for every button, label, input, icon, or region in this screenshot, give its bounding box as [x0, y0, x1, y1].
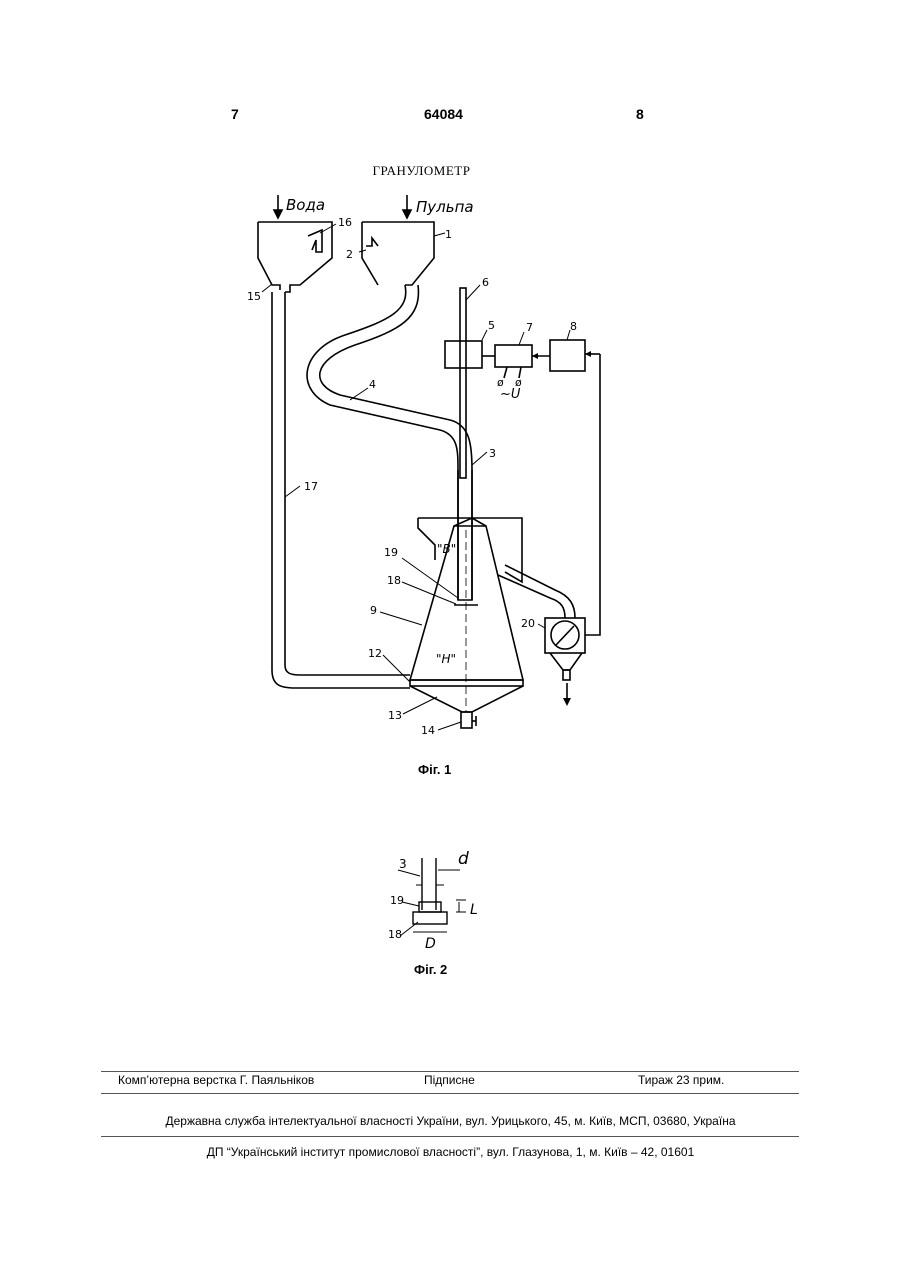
svg-text:1: 1 [445, 228, 452, 241]
pulp-arrow-icon [403, 195, 411, 218]
footer-rule-bottom [101, 1136, 799, 1137]
level-lower-label: "Н" [436, 652, 456, 666]
fig2-label-3: 3 [399, 857, 407, 871]
svg-text:18: 18 [387, 574, 401, 587]
svg-text:4: 4 [369, 378, 376, 391]
water-arrow-icon [274, 195, 282, 218]
svg-text:6: 6 [482, 276, 489, 289]
svg-text:15: 15 [247, 290, 261, 303]
svg-text:17: 17 [304, 480, 318, 493]
svg-text:8: 8 [570, 320, 577, 333]
svg-text:7: 7 [526, 321, 533, 334]
level-upper-label: "В" [437, 542, 456, 556]
office-address: Державна служба інтелектуальної власност… [0, 1114, 901, 1128]
voltage-label: ~U [500, 387, 521, 402]
dimension-D: D [425, 936, 436, 952]
dimension-L: L [470, 902, 478, 918]
svg-text:19: 19 [384, 546, 398, 559]
svg-text:20: 20 [521, 617, 535, 630]
signal-line [585, 354, 600, 635]
pulp-overflow-2 [366, 238, 378, 246]
signed-note: Підписне [424, 1073, 475, 1087]
fig2-label-19: 19 [390, 894, 404, 907]
rod-6 [460, 288, 466, 478]
svg-text:13: 13 [388, 709, 402, 722]
layout-credit: Комп’ютерна верстка Г. Паяльніков [118, 1073, 314, 1087]
svg-text:9: 9 [370, 604, 377, 617]
figure-2-caption: Фіг. 2 [414, 962, 447, 977]
overflow-pipe [498, 575, 565, 618]
water-overflow-16 [308, 230, 322, 252]
circulation-note: Тираж 23 прим. [638, 1073, 724, 1087]
figure-1-labels: 1 2 3 4 5 6 7 8 9 12 13 14 15 16 17 18 1… [247, 216, 577, 737]
svg-text:16: 16 [338, 216, 352, 229]
water-label: Вода [286, 196, 325, 214]
block-7 [495, 345, 532, 367]
svg-text:2: 2 [346, 248, 353, 261]
block-8 [550, 340, 585, 371]
footer-rule-top [101, 1071, 799, 1072]
classifier-cone-9 [410, 526, 523, 680]
pulp-label: Пульпа [416, 198, 474, 216]
fig2-label-18: 18 [388, 928, 402, 941]
filter-12 [410, 680, 523, 686]
vessel-top [418, 518, 522, 582]
block-5 [445, 341, 482, 368]
valve-14 [461, 712, 472, 728]
bottom-cone-13 [410, 686, 523, 712]
dimension-d: d [458, 849, 469, 869]
svg-text:5: 5 [488, 319, 495, 332]
figure-2-drawing: 3 19 18 d L D [380, 840, 500, 955]
institute-address: ДП “Український інститут промислової вла… [0, 1145, 901, 1159]
footer-rule-middle [101, 1093, 799, 1094]
figure-1-caption: Фіг. 1 [418, 762, 451, 777]
svg-text:3: 3 [489, 447, 496, 460]
svg-text:12: 12 [368, 647, 382, 660]
svg-text:14: 14 [421, 724, 435, 737]
